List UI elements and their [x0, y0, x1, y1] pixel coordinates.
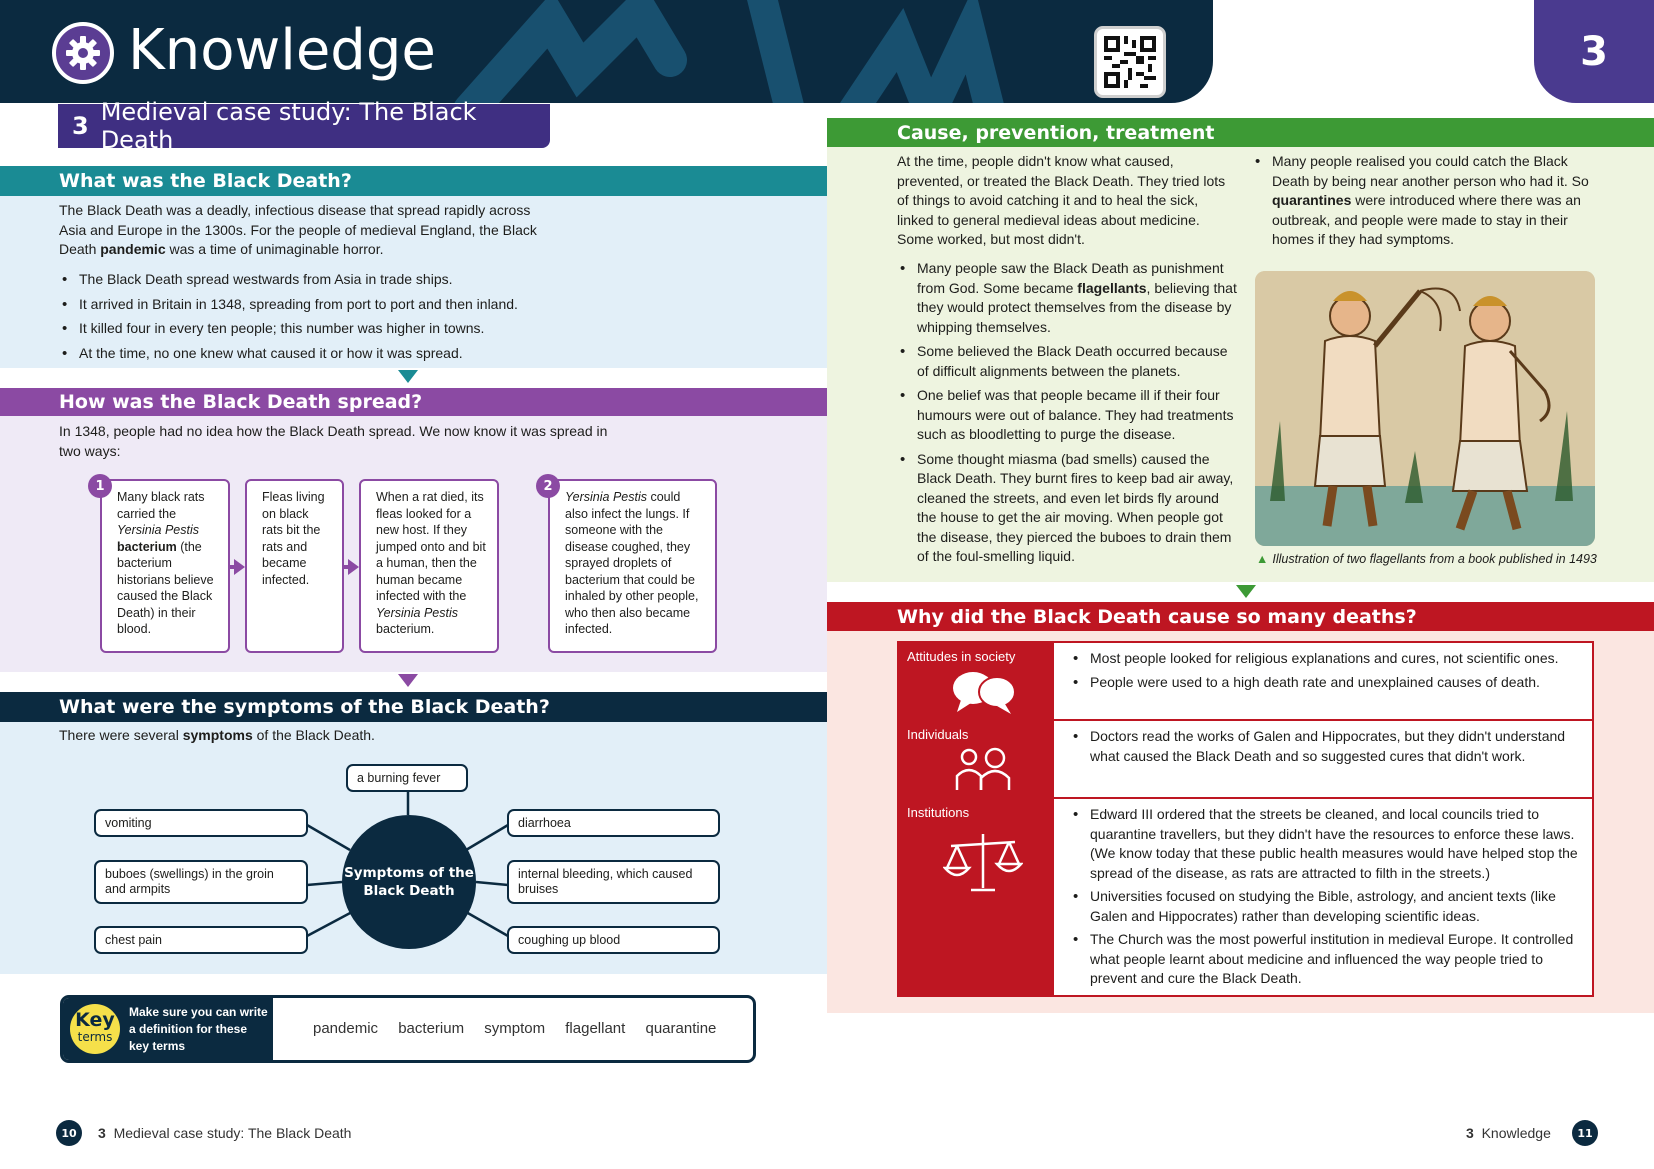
bullet-list: Many people realised you could catch the… [1252, 152, 1600, 250]
section-heading: Why did the Black Death cause so many de… [827, 602, 1654, 631]
symptom-label: internal bleeding, which caused bruises [507, 860, 720, 904]
key-terms-badge: Key terms [70, 1004, 120, 1054]
key-term: flagellant [565, 1020, 626, 1037]
symptom-label: buboes (swellings) in the groin and armp… [94, 860, 308, 904]
speech-bubbles-icon [953, 672, 1016, 714]
table-row: Attitudes in society Most people looked … [899, 643, 1592, 721]
footer-left: 3 Medieval case study: The Black Death [98, 1125, 352, 1141]
step-number-badge: 2 [536, 474, 560, 498]
qr-code-icon[interactable] [1094, 26, 1166, 98]
list-item: It arrived in Britain in 1348, spreading… [59, 295, 579, 315]
table-row: Individuals Doctors read the works of Ga… [899, 721, 1592, 799]
row-points: Most people looked for religious explana… [1056, 643, 1592, 719]
list-item: Edward III ordered that the streets be c… [1070, 805, 1582, 883]
key-term: pandemic [313, 1020, 379, 1037]
symptom-connectors [306, 790, 509, 938]
bullet-list: The Black Death spread westwards from As… [59, 270, 579, 368]
spread-step-box: When a rat died, its fleas looked for a … [359, 479, 499, 653]
footer-right: 3 Knowledge [1466, 1125, 1551, 1141]
row-label: Institutions [899, 799, 1056, 995]
key-terms-list: pandemic bacterium symptom flagellant qu… [313, 1020, 732, 1037]
flagellants-illustration [1255, 271, 1595, 546]
list-item: The Black Death spread westwards from As… [59, 270, 579, 290]
list-item: One belief was that people became ill if… [897, 386, 1237, 445]
symptom-label: diarrhoea [507, 809, 720, 837]
section-intro: There were several symptoms of the Black… [59, 727, 375, 743]
right-arrow-icon [229, 559, 245, 575]
gear-icon [52, 22, 114, 84]
spread-step-box: Yersinia Pestis could also infect the lu… [548, 479, 717, 653]
key-term: bacterium [398, 1020, 465, 1037]
page-number-right: 11 [1572, 1120, 1598, 1146]
deaths-table: Attitudes in society Most people looked … [897, 641, 1594, 997]
brush-decoration [454, 0, 1004, 103]
down-arrow-icon [398, 674, 418, 687]
symptoms-hub: Symptoms of the Black Death [342, 815, 476, 949]
list-item: Some believed the Black Death occurred b… [897, 342, 1237, 381]
chapter-banner: 3 Medieval case study: The Black Death [58, 98, 550, 154]
key-terms-box: Key terms Make sure you can write a defi… [60, 995, 756, 1063]
row-label: Attitudes in society [899, 643, 1056, 719]
key-terms-instruction: Make sure you can write a definition for… [129, 1005, 268, 1053]
section-heading: What were the symptoms of the Black Deat… [0, 692, 827, 722]
step-number-badge: 1 [88, 474, 112, 498]
list-item: The Church was the most powerful institu… [1070, 930, 1582, 989]
people-icon [955, 747, 1011, 790]
table-row: Institutions Edward III ordered that the… [899, 799, 1592, 995]
symptom-label: chest pain [94, 926, 308, 954]
list-item: At the time, no one knew what caused it … [59, 344, 579, 364]
row-label: Individuals [899, 721, 1056, 797]
key-term: symptom [484, 1020, 546, 1037]
symptom-label: vomiting [94, 809, 308, 837]
down-arrow-icon [1236, 585, 1256, 598]
page-number-left: 10 [56, 1120, 82, 1146]
page-header [0, 0, 1213, 103]
spread-step-box: Many black rats carried the Yersinia Pes… [100, 479, 230, 653]
list-item: People were used to a high death rate an… [1070, 673, 1582, 693]
section-intro: The Black Death was a deadly, infectious… [59, 202, 537, 257]
caption-triangle-icon: ▲ [1256, 552, 1269, 566]
list-item: Most people looked for religious explana… [1070, 649, 1582, 669]
symptom-label: coughing up blood [507, 926, 720, 954]
section-heading: Cause, prevention, treatment [827, 118, 1654, 147]
bullet-list: Many people saw the Black Death as punis… [897, 259, 1237, 572]
key-term: quarantine [645, 1020, 717, 1037]
list-item: Many people saw the Black Death as punis… [897, 259, 1237, 337]
chapter-title: Medieval case study: The Black Death [100, 98, 477, 154]
scales-icon [942, 834, 1024, 892]
section-heading: How was the Black Death spread? [0, 388, 827, 416]
list-item: Some thought miasma (bad smells) caused … [897, 450, 1237, 567]
chapter-tab: 3 [1534, 0, 1654, 103]
illustration-caption: ▲Illustration of two flagellants from a … [1256, 552, 1597, 566]
right-arrow-icon [343, 559, 359, 575]
section-intro: In 1348, people had no idea how the Blac… [59, 423, 608, 459]
section-heading: What was the Black Death? [0, 166, 827, 196]
row-points: Edward III ordered that the streets be c… [1056, 799, 1592, 995]
chapter-number: 3 [72, 112, 89, 140]
list-item: Doctors read the works of Galen and Hipp… [1070, 727, 1582, 766]
list-item: Many people realised you could catch the… [1252, 152, 1600, 250]
row-points: Doctors read the works of Galen and Hipp… [1056, 721, 1592, 797]
symptom-label: a burning fever [346, 764, 468, 792]
list-item: Universities focused on studying the Bib… [1070, 887, 1582, 926]
list-item: It killed four in every ten people; this… [59, 319, 579, 339]
section-intro: At the time, people didn't know what cau… [897, 153, 1226, 247]
page-title: Knowledge [128, 18, 436, 83]
down-arrow-icon [398, 370, 418, 383]
